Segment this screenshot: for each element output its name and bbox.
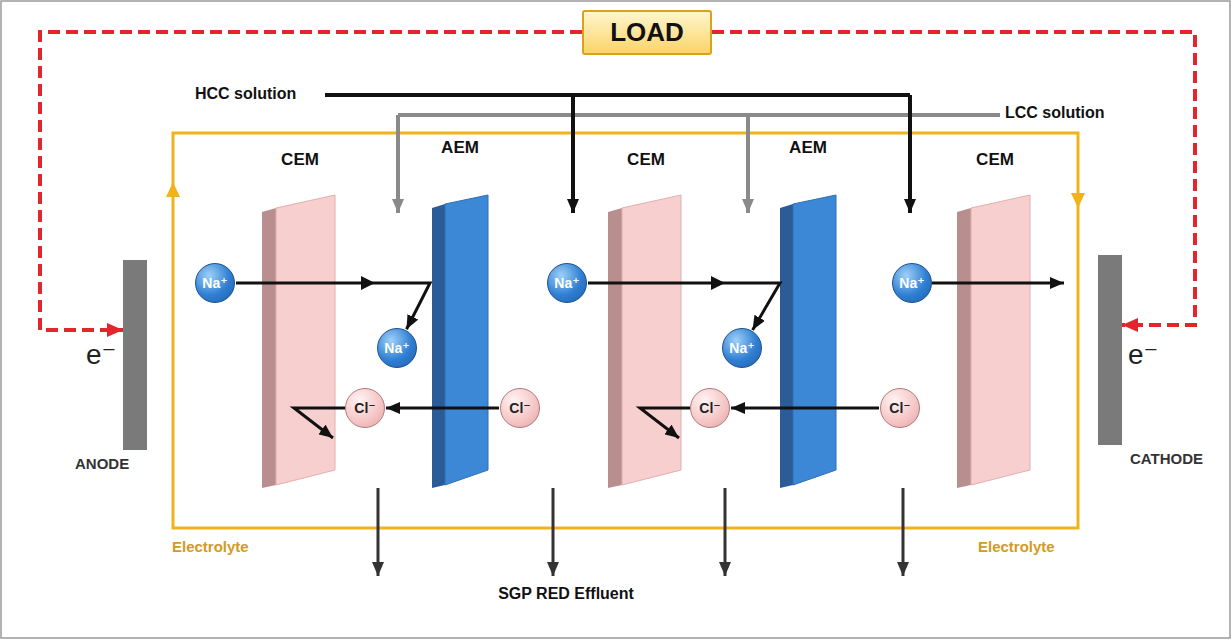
chloride-ion: Cl⁻ [345, 388, 385, 428]
sodium-ion: Na⁺ [195, 263, 235, 303]
diagram-label: LCC solution [1005, 104, 1105, 122]
membrane-edge [262, 208, 276, 488]
sodium-ion: Na⁺ [547, 263, 587, 303]
membrane-face [276, 195, 335, 485]
load-box: LOAD [582, 10, 712, 55]
diagram-label: SGP RED Effluent [416, 585, 716, 603]
ion-symbol: Cl⁻ [699, 400, 720, 416]
diagram-label: HCC solution [195, 85, 296, 103]
chloride-ion: Cl⁻ [500, 388, 540, 428]
membrane-panel [601, 150, 691, 490]
diagram-label: Electrolyte [978, 538, 1055, 555]
hcc-feed-line [325, 93, 910, 97]
ion-symbol: Na⁺ [554, 275, 579, 291]
membrane-edge [432, 204, 445, 488]
membrane-label: AEM [425, 138, 495, 158]
membrane-edge [608, 208, 622, 488]
diagram-label: Electrolyte [172, 538, 249, 555]
membrane-panel [950, 150, 1040, 490]
electrode-plate [1098, 255, 1122, 445]
ion-symbol: Na⁺ [202, 275, 227, 291]
membrane-face [445, 195, 488, 485]
electron-symbol: e⁻ [1128, 338, 1158, 371]
ion-symbol: Na⁺ [384, 340, 409, 356]
effluent-arrow [377, 488, 380, 576]
ion-symbol: Na⁺ [729, 340, 754, 356]
hcc-feed-drop [908, 95, 912, 213]
sodium-ion: Na⁺ [892, 263, 932, 303]
ion-path-arrow [932, 282, 1064, 285]
effluent-arrow [902, 488, 905, 576]
lcc-feed-drop [746, 115, 750, 213]
membrane-edge [780, 204, 793, 488]
loop-arrow [1071, 193, 1085, 208]
loop-arrow [166, 182, 180, 197]
electrode-label: ANODE [75, 455, 129, 472]
chloride-ion: Cl⁻ [880, 388, 920, 428]
anion-exchange-membrane: AEM [773, 138, 843, 490]
ion-symbol: Na⁺ [899, 275, 924, 291]
ion-symbol: Cl⁻ [354, 400, 375, 416]
ion-symbol: Cl⁻ [889, 400, 910, 416]
membrane-label: AEM [773, 138, 843, 158]
membrane-edge [957, 208, 971, 488]
membrane-face [971, 195, 1030, 485]
ion-transport-arrow [386, 407, 499, 410]
load-label: LOAD [610, 17, 684, 48]
lcc-feed-drop [396, 115, 400, 213]
effluent-arrow [724, 488, 727, 576]
cation-exchange-membrane: CEM [255, 150, 345, 490]
membrane-label: CEM [601, 150, 691, 170]
membrane-panel [773, 138, 843, 490]
anion-exchange-membrane: AEM [425, 138, 495, 490]
electrode-label: CATHODE [1130, 450, 1203, 467]
electrode-plate [123, 260, 147, 450]
ion-transport-arrow [731, 407, 879, 410]
membrane-face [793, 195, 836, 485]
membrane-panel [255, 150, 345, 490]
membrane-label: CEM [255, 150, 345, 170]
chloride-ion: Cl⁻ [690, 388, 730, 428]
electron-symbol: e⁻ [86, 338, 116, 371]
cation-exchange-membrane: CEM [601, 150, 691, 490]
effluent-arrow [552, 488, 555, 576]
cation-exchange-membrane: CEM [950, 150, 1040, 490]
membrane-face [622, 195, 681, 485]
membrane-label: CEM [950, 150, 1040, 170]
ion-symbol: Cl⁻ [509, 400, 530, 416]
sodium-ion: Na⁺ [377, 328, 417, 368]
electrode: CATHODE [1095, 250, 1230, 475]
sodium-ion: Na⁺ [722, 328, 762, 368]
hcc-feed-drop [571, 95, 575, 213]
electrolyte-loop [173, 133, 1078, 528]
membrane-panel [425, 138, 495, 490]
